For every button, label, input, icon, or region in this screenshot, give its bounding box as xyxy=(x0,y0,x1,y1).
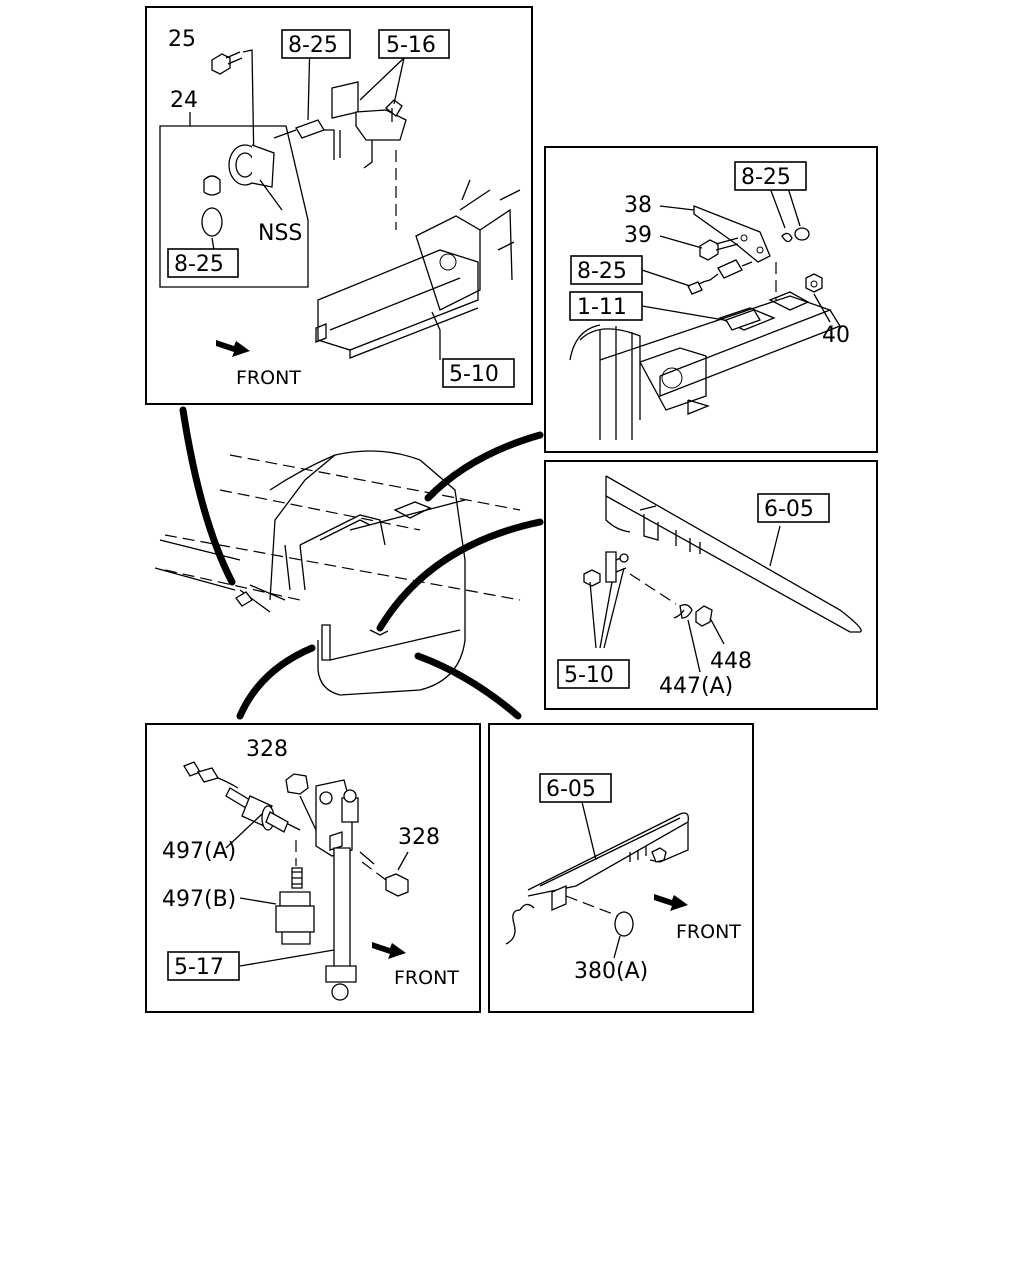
label-part-38: 38 xyxy=(624,193,652,218)
label-part-39: 39 xyxy=(624,223,652,248)
label-part-328-top: 328 xyxy=(246,737,288,762)
front-arrow-icon xyxy=(372,942,406,959)
overview-truck-cab xyxy=(154,406,544,720)
front-label: FRONT xyxy=(236,367,301,389)
label-part-25: 25 xyxy=(168,27,196,52)
ref-box-5-17: 5-17 xyxy=(174,955,224,980)
panel-mid-right: 6-05 5-10 448 447(A) xyxy=(544,460,878,710)
panel-top-right: 8-25 38 39 8-25 1-11 40 xyxy=(544,146,878,453)
ref-box-6-05: 6-05 xyxy=(764,497,814,522)
panel-top-left: 25 24 NSS 8-25 5-16 8-25 5-10 FRONT xyxy=(145,6,533,405)
ref-box-5-10: 5-10 xyxy=(564,663,614,688)
label-part-380a: 380(A) xyxy=(574,959,648,984)
label-part-328-right: 328 xyxy=(398,825,440,850)
label-part-24: 24 xyxy=(170,88,198,113)
label-part-447a: 447(A) xyxy=(659,674,733,699)
label-part-497b: 497(B) xyxy=(162,887,236,912)
label-nss: NSS xyxy=(258,221,302,246)
ref-box-8-25-b: 8-25 xyxy=(174,252,224,277)
ref-box-5-10: 5-10 xyxy=(449,362,499,387)
ref-box-8-25-a: 8-25 xyxy=(288,33,338,58)
ref-box-8-25-a: 8-25 xyxy=(741,165,791,190)
panel-bottom-left: 328 497(A) 328 497(B) 5-17 FRONT xyxy=(145,723,481,1013)
ref-box-5-16: 5-16 xyxy=(386,33,436,58)
label-part-497a: 497(A) xyxy=(162,839,236,864)
front-label: FRONT xyxy=(676,921,741,943)
label-part-448: 448 xyxy=(710,649,752,674)
ref-box-6-05: 6-05 xyxy=(546,777,596,802)
ref-box-1-11: 1-11 xyxy=(577,295,627,320)
panel-bottom-right: 6-05 FRONT 380(A) xyxy=(488,723,754,1013)
front-arrow-icon xyxy=(654,894,688,911)
ref-box-8-25-b: 8-25 xyxy=(577,259,627,284)
front-arrow-icon xyxy=(216,340,250,357)
label-part-40: 40 xyxy=(822,323,850,348)
front-label: FRONT xyxy=(394,967,459,989)
